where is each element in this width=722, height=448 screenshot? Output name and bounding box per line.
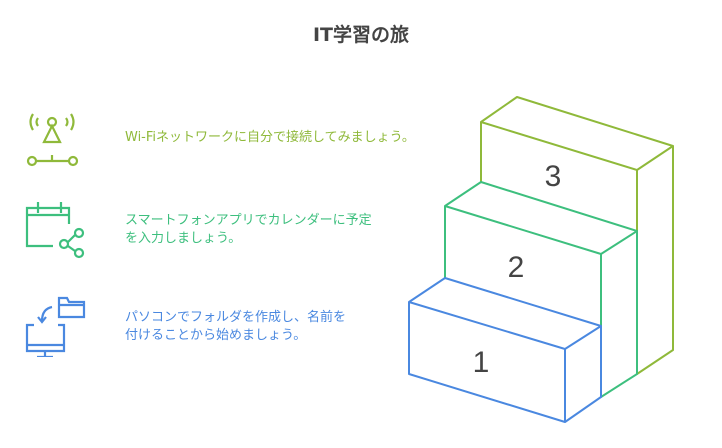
step-2-line-1: スマートフォンアプリでカレンダーに予定 bbox=[125, 213, 372, 228]
wifi-antenna-icon bbox=[26, 113, 79, 167]
step-2-text: スマートフォンアプリでカレンダーに予定 を入力しましょう。 bbox=[125, 212, 372, 248]
page-title: IT学習の旅 bbox=[312, 24, 410, 46]
step-1-block bbox=[408, 277, 602, 423]
step-2-number: 2 bbox=[508, 251, 525, 284]
step-3-text: Wi-Fiネットワークに自分で接続してみましょう。 bbox=[125, 129, 415, 147]
step-1-line-1: パソコンでフォルダを作成し、名前を bbox=[125, 310, 347, 325]
step-1-line-2: 付けることから始めましょう。 bbox=[125, 328, 307, 343]
step-1-text: パソコンでフォルダを作成し、名前を 付けることから始めましょう。 bbox=[125, 309, 346, 345]
computer-folder-icon bbox=[25, 296, 86, 357]
step-1-number: 1 bbox=[473, 346, 490, 379]
step-3-line-1: Wi-Fiネットワークに自分で接続してみましょう。 bbox=[125, 130, 415, 145]
calendar-share-icon bbox=[25, 202, 85, 259]
step-3-number: 3 bbox=[545, 160, 562, 193]
step-2-line-2: を入力しましょう。 bbox=[125, 231, 242, 246]
